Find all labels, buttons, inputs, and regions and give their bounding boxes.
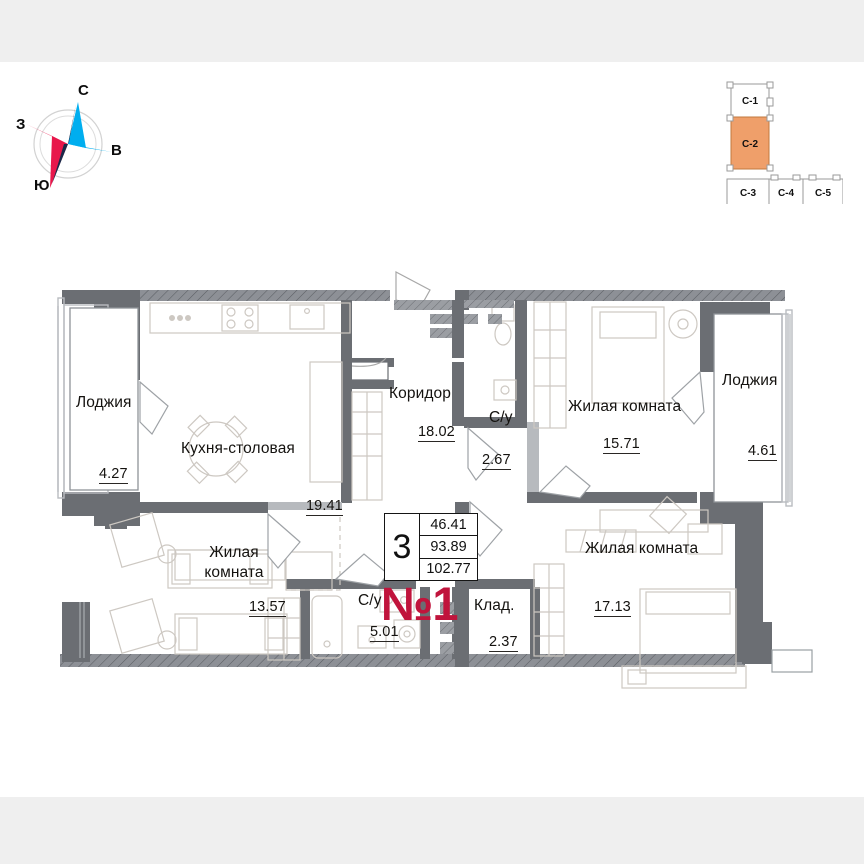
area-values-stack: 46.41 93.89 102.77 — [419, 514, 477, 580]
compass-rose: С В Ю З — [16, 82, 126, 204]
compass-label-south: Ю — [34, 177, 50, 194]
room-label-loggia-right: Лоджия — [722, 372, 778, 389]
room-label-bedroom-left: Жилая комната — [186, 543, 282, 583]
room-label-storage: Клад. — [474, 597, 515, 614]
room-area-kitchen: 19.41 — [306, 498, 343, 516]
apartment-floorplan-drawing — [0, 62, 864, 797]
room-area-corridor: 18.02 — [418, 424, 455, 442]
room-area-storage: 2.37 — [489, 634, 518, 652]
section-label-c1: С-1 — [742, 96, 759, 107]
room-area-wc-bottom: 5.01 — [370, 624, 399, 642]
room-area-loggia-left: 4.27 — [99, 466, 128, 484]
building-section-key: С-1 С-2 С-3 С-4 С-5 — [713, 74, 843, 204]
room-label-corridor: Коридор — [389, 385, 451, 402]
room-count-value: 3 — [392, 528, 412, 566]
room-label-bedroom-left-line2: комната — [204, 563, 264, 581]
apartment-info-box: 3 46.41 93.89 102.77 — [384, 513, 478, 581]
room-label-bedroom-right: Жилая комната — [585, 540, 699, 557]
area-living-value: 46.41 — [430, 516, 467, 533]
area-with-loggia-value: 102.77 — [420, 557, 477, 580]
area-total-value: 93.89 — [420, 535, 477, 557]
room-label-wc-bottom: С/у — [358, 592, 382, 609]
compass-label-east: В — [111, 142, 122, 159]
room-label-kitchen: Кухня-столовая — [181, 440, 295, 457]
compass-label-north: С — [78, 82, 89, 99]
room-area-bedroom-top: 15.71 — [603, 436, 640, 454]
floorplan-stage: С В Ю З — [0, 62, 864, 797]
section-label-c3: С-3 — [740, 188, 757, 199]
room-area-loggia-right: 4.61 — [748, 443, 777, 461]
room-label-bedroom-top: Жилая комната — [568, 398, 682, 415]
compass-label-west: З — [16, 116, 26, 133]
flat-number-value: 1 — [432, 577, 458, 630]
section-label-c4: С-4 — [778, 188, 795, 199]
room-area-bedroom-right: 17.13 — [594, 599, 631, 617]
section-label-c2: С-2 — [742, 139, 759, 150]
room-label-wc-top: С/у — [489, 409, 513, 426]
section-label-c5: С-5 — [815, 188, 832, 199]
room-area-wc-top: 2.67 — [482, 452, 511, 470]
bottom-background-band — [0, 797, 864, 864]
room-label-bedroom-left-line1: Жилая — [209, 544, 259, 561]
room-area-bedroom-left: 13.57 — [249, 599, 286, 617]
flat-number: №1 — [381, 577, 459, 630]
flat-number-prefix: № — [381, 577, 433, 630]
top-background-band — [0, 0, 864, 62]
room-label-loggia-left: Лоджия — [76, 394, 132, 411]
